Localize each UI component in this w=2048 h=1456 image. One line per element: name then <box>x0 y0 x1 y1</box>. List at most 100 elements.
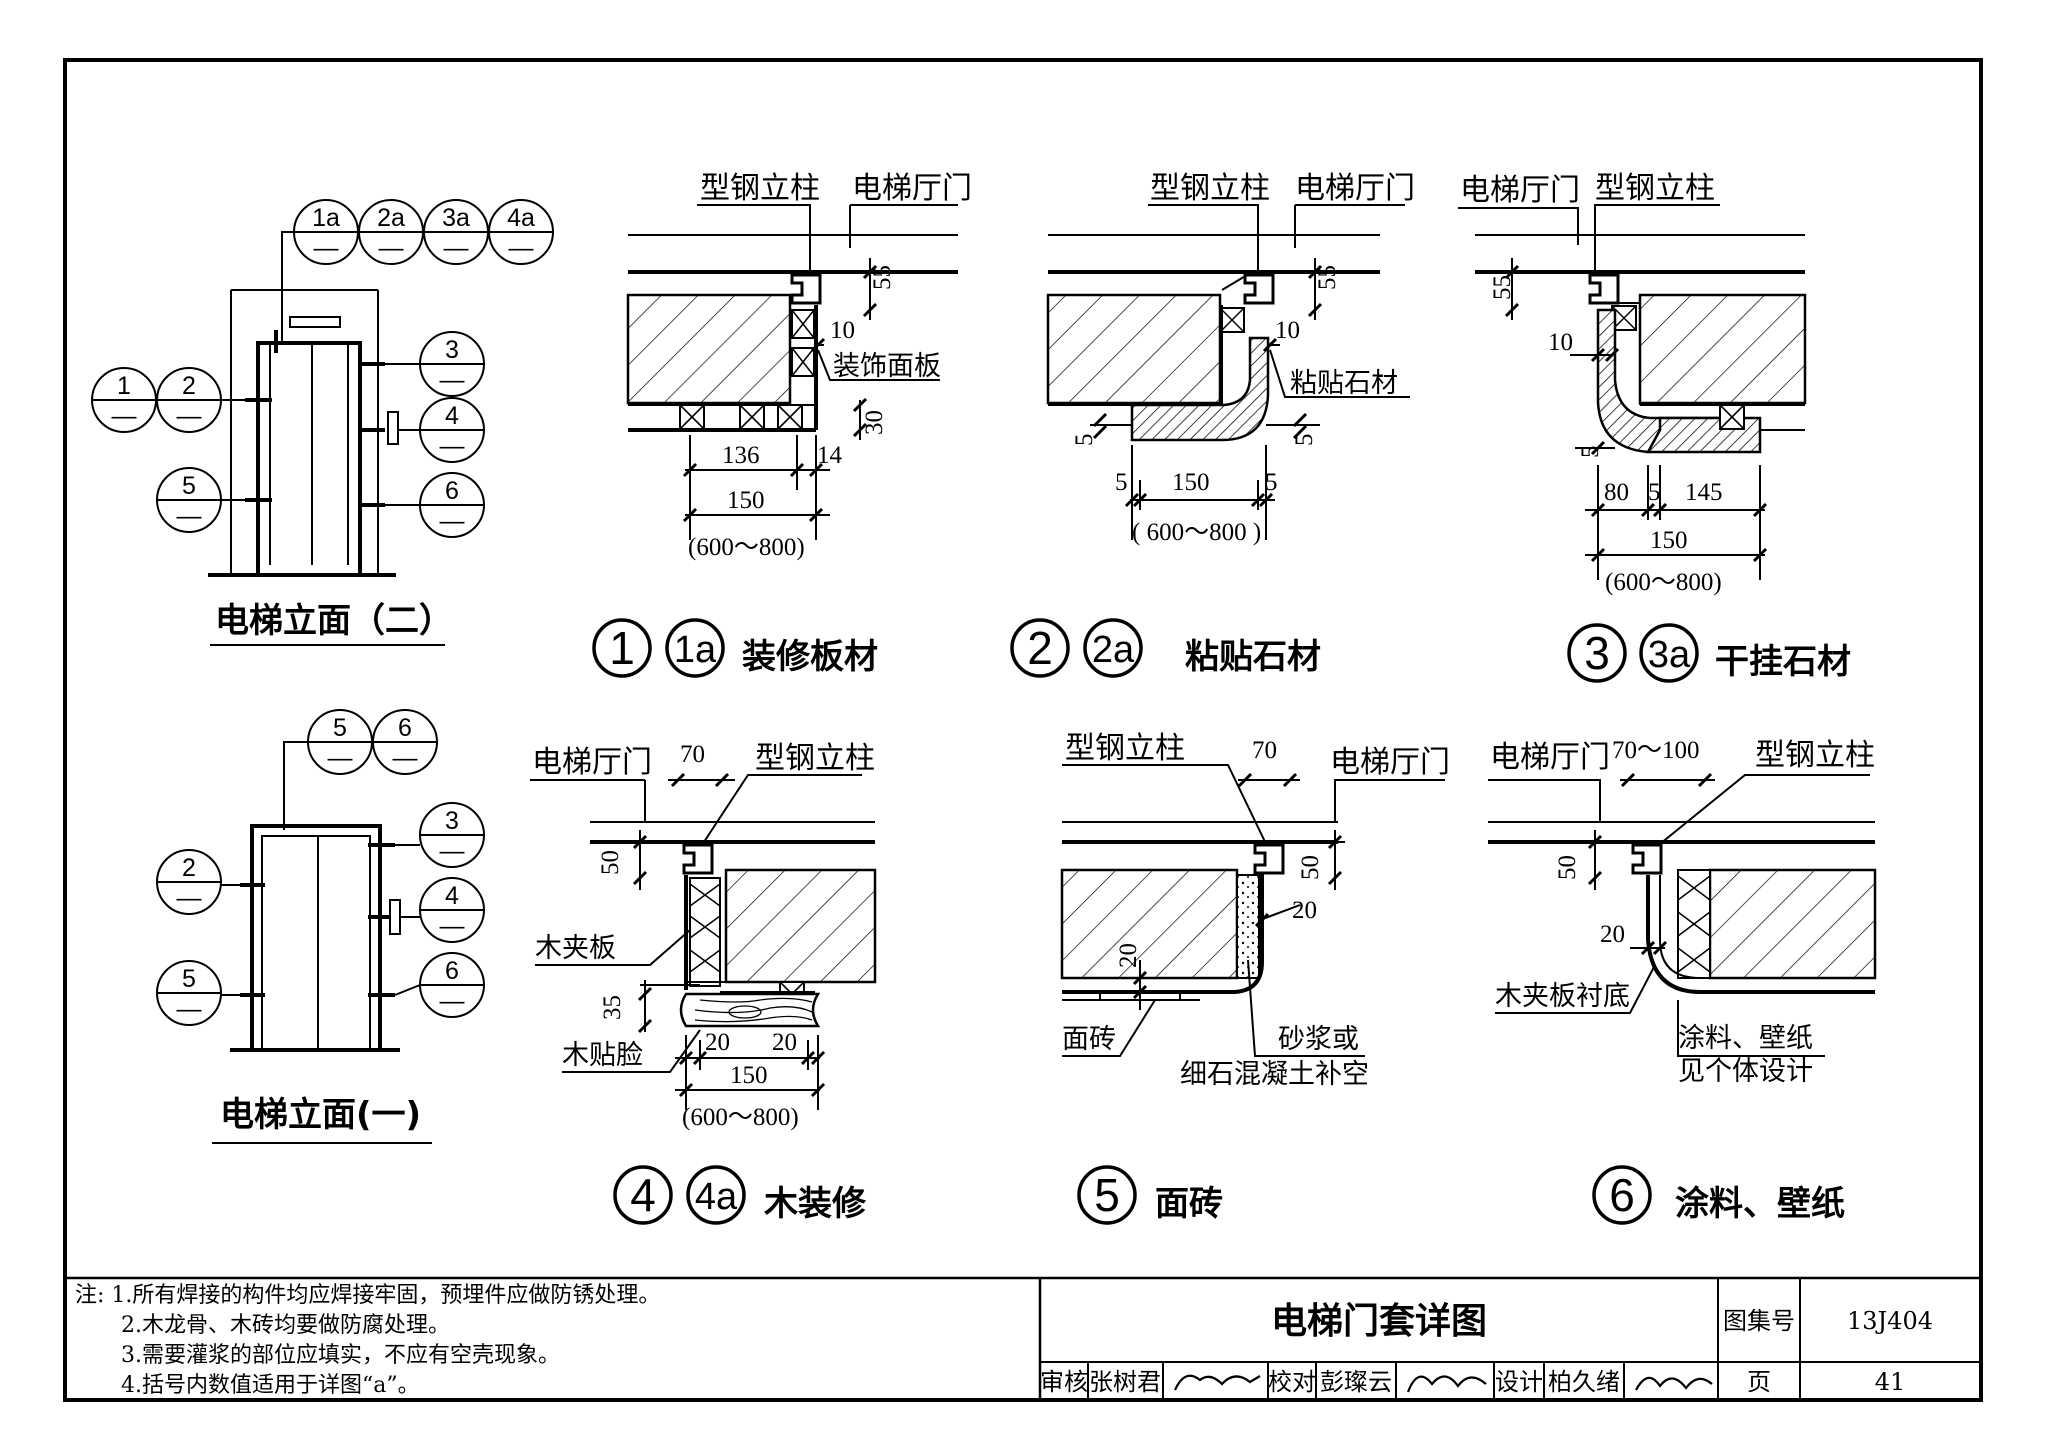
svg-text:(600～800): (600～800) <box>682 1104 799 1131</box>
svg-text:型钢立柱: 型钢立柱 <box>755 741 875 776</box>
svg-text:图集号: 图集号 <box>1723 1307 1795 1335</box>
svg-text:20: 20 <box>772 1029 797 1056</box>
svg-text:150: 150 <box>727 487 765 514</box>
callout-6-top: 6 — <box>372 709 438 775</box>
svg-text:—: — <box>440 366 465 394</box>
drawing-title: 电梯门套详图 <box>1271 1301 1487 1342</box>
detail-4-title: 木装修 <box>763 1184 867 1224</box>
sheet-frame <box>63 58 1983 1402</box>
svg-text:3: 3 <box>445 807 459 835</box>
svg-text:3: 3 <box>1584 627 1610 679</box>
svg-text:型钢立柱: 型钢立柱 <box>1150 171 1270 206</box>
svg-text:柏久绪: 柏久绪 <box>1548 1368 1620 1396</box>
svg-text:10: 10 <box>1275 317 1300 344</box>
callout-5: 5 — <box>156 467 222 533</box>
svg-text:3a: 3a <box>442 204 470 232</box>
svg-text:55: 55 <box>1314 265 1341 290</box>
callout-4a: 4a — <box>488 199 554 265</box>
svg-text:木贴脸: 木贴脸 <box>562 1040 643 1071</box>
detail-1: 型钢立柱 电梯厅门 55 10 装饰面板 <box>592 171 972 678</box>
svg-text:木夹板衬底: 木夹板衬底 <box>1495 981 1630 1012</box>
svg-text:5: 5 <box>182 472 196 500</box>
svg-text:5: 5 <box>182 965 196 993</box>
note-2: 2.木龙骨、木砖均要做防腐处理。 <box>121 1313 450 1338</box>
svg-text:50: 50 <box>1297 855 1324 880</box>
svg-text:136: 136 <box>722 442 760 469</box>
note-3: 3.需要灌浆的部位应填实，不应有空壳现象。 <box>121 1343 560 1368</box>
svg-text:彭璨云: 彭璨云 <box>1320 1368 1392 1396</box>
svg-text:涂料、壁纸: 涂料、壁纸 <box>1678 1023 1813 1054</box>
svg-text:电梯厅门: 电梯厅门 <box>532 745 652 780</box>
svg-text:5: 5 <box>1577 446 1604 459</box>
svg-text:4: 4 <box>630 1169 656 1221</box>
detail-3: 电梯厅门 型钢立柱 55 10 5 <box>1458 171 1851 683</box>
svg-text:木夹板: 木夹板 <box>535 933 616 964</box>
callout-4-b: 4 — <box>419 877 485 943</box>
svg-text:55: 55 <box>1489 275 1516 300</box>
svg-text:—: — <box>314 234 339 262</box>
svg-text:6: 6 <box>1609 1169 1635 1221</box>
elevation-two-title: 电梯立面（二） <box>215 601 453 641</box>
detail-3-title: 干挂石材 <box>1715 642 1851 682</box>
svg-text:型钢立柱: 型钢立柱 <box>700 171 820 206</box>
signature-designer <box>1635 1376 1713 1391</box>
svg-text:( 600～800 ): ( 600～800 ) <box>1132 519 1261 546</box>
svg-text:电梯厅门: 电梯厅门 <box>1490 740 1610 775</box>
svg-text:150: 150 <box>1172 469 1210 496</box>
svg-text:—: — <box>440 432 465 460</box>
page-number: 41 <box>1875 1368 1906 1396</box>
svg-text:型钢立柱: 型钢立柱 <box>1755 738 1875 773</box>
svg-text:—: — <box>177 502 202 530</box>
svg-text:电梯厅门: 电梯厅门 <box>1295 171 1415 206</box>
signature-checker <box>1406 1375 1487 1393</box>
svg-text:14: 14 <box>817 442 843 469</box>
elevation-one: 5 — 6 — 2 — 5 — <box>156 709 485 1144</box>
svg-text:150: 150 <box>730 1062 768 1089</box>
svg-text:150: 150 <box>1650 527 1688 554</box>
svg-text:50: 50 <box>1554 855 1581 880</box>
svg-text:电梯厅门: 电梯厅门 <box>1460 173 1580 208</box>
svg-text:2: 2 <box>182 372 196 400</box>
svg-text:1a: 1a <box>312 204 340 232</box>
svg-text:20: 20 <box>1600 921 1625 948</box>
elevation-two: 1a — 2a — 3a — 4a — <box>91 199 554 646</box>
detail-5: 型钢立柱 70 电梯厅门 50 20 20 面 <box>1060 731 1450 1225</box>
svg-text:20: 20 <box>1115 943 1142 968</box>
svg-text:(600～800): (600～800) <box>1605 569 1722 596</box>
svg-text:粘贴石材: 粘贴石材 <box>1290 368 1398 399</box>
svg-text:审核: 审核 <box>1040 1368 1088 1396</box>
svg-text:设计: 设计 <box>1495 1368 1543 1396</box>
callout-6: 6 — <box>419 472 485 538</box>
svg-text:5: 5 <box>1071 434 1098 447</box>
title-block: 电梯门套详图 图集号 13J404 页 41 审核 张树君 校对 彭璨云 设计 … <box>1038 1278 1981 1400</box>
svg-text:4a: 4a <box>507 204 535 232</box>
svg-text:—: — <box>440 912 465 940</box>
svg-text:—: — <box>440 837 465 865</box>
svg-text:—: — <box>177 884 202 912</box>
svg-text:55: 55 <box>869 265 896 290</box>
detail-6: 电梯厅门 70～100 型钢立柱 50 20 木夹板衬底 <box>1488 737 1877 1225</box>
svg-text:—: — <box>440 987 465 1015</box>
detail-2: 型钢立柱 电梯厅门 55 10 粘贴石材 5 5 <box>1010 171 1415 678</box>
svg-text:1: 1 <box>609 622 635 674</box>
svg-text:1: 1 <box>117 372 131 400</box>
svg-text:面砖: 面砖 <box>1062 1024 1116 1055</box>
svg-text:35: 35 <box>599 995 626 1020</box>
signature-reviewer <box>1173 1374 1261 1391</box>
callout-1a: 1a — <box>293 199 359 265</box>
svg-text:校对: 校对 <box>1268 1368 1316 1396</box>
svg-text:2: 2 <box>182 854 196 882</box>
svg-text:5: 5 <box>1115 469 1128 496</box>
svg-text:80: 80 <box>1604 479 1629 506</box>
detail-1-title: 装修板材 <box>742 637 878 677</box>
svg-text:2a: 2a <box>1092 629 1135 671</box>
callout-3-b: 3 — <box>419 802 485 868</box>
svg-text:6: 6 <box>398 714 412 742</box>
svg-text:1a: 1a <box>674 629 717 671</box>
callout-5-b: 5 — <box>156 960 222 1026</box>
svg-text:2a: 2a <box>377 204 405 232</box>
svg-text:6: 6 <box>445 957 459 985</box>
svg-text:5: 5 <box>1291 434 1318 447</box>
detail-5-title: 面砖 <box>1155 1184 1223 1224</box>
